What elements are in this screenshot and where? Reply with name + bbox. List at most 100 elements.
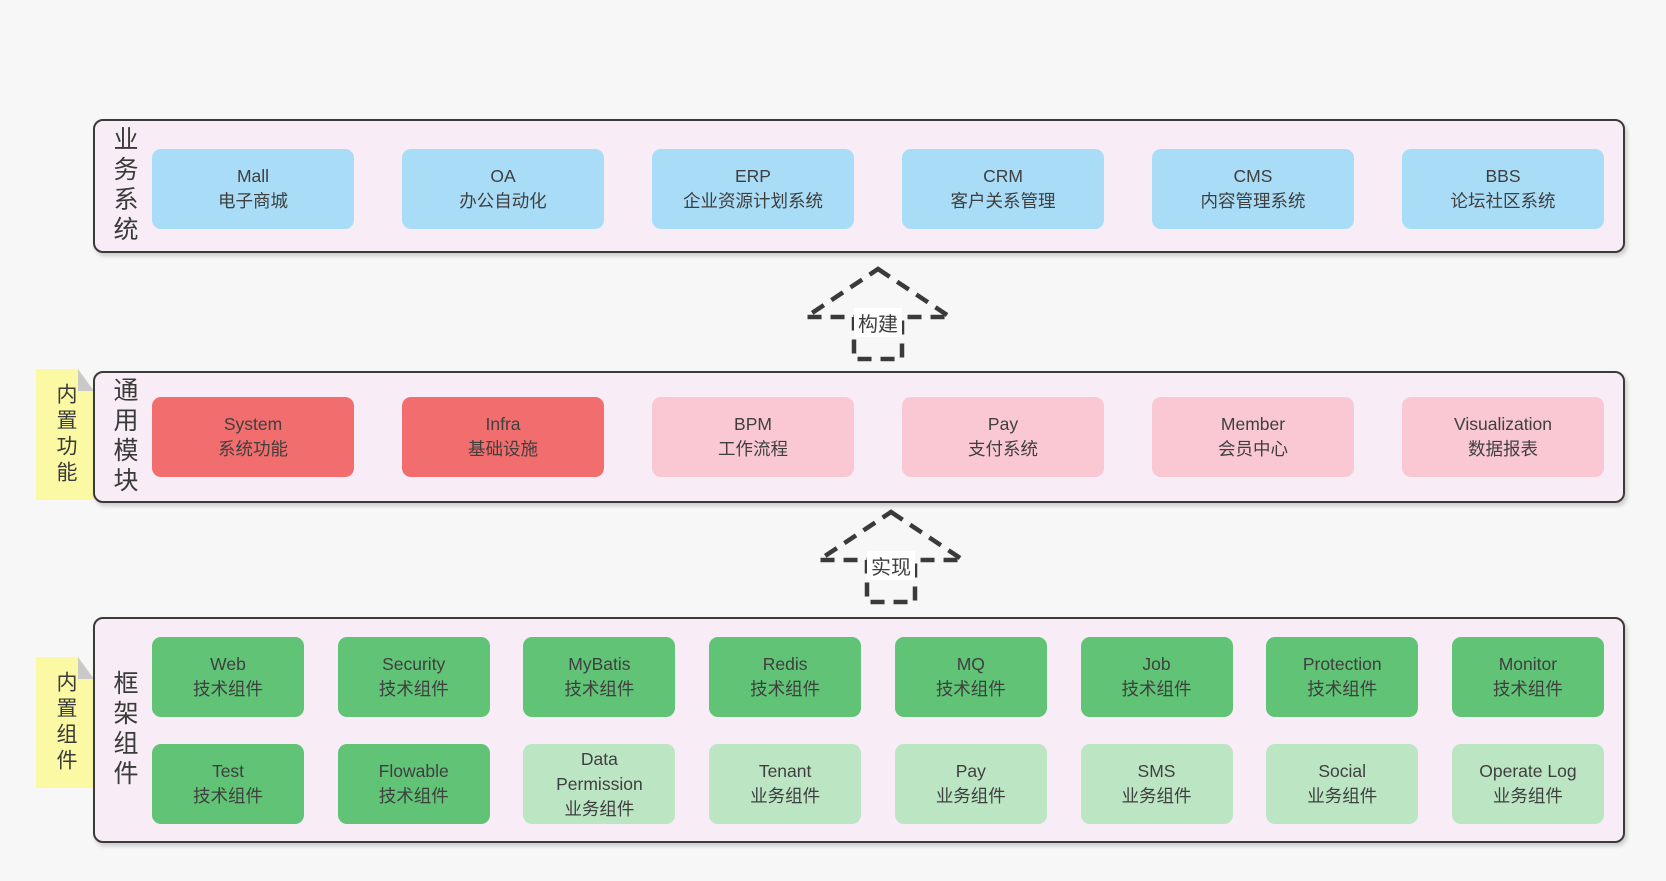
box-job: Job 技术组件 xyxy=(1080,637,1233,717)
common-modules-row: System 系统功能 Infra 基础设施 BPM 工作流程 Pay 支付系统… xyxy=(152,397,1604,477)
box-title: Member xyxy=(1220,414,1286,434)
box-operate-log: Operate Log 业务组件 xyxy=(1451,744,1604,824)
box-title: BPM xyxy=(734,414,772,434)
box-tenant: Tenant 业务组件 xyxy=(709,744,862,824)
box-subtitle: 技术组件 xyxy=(935,679,1006,699)
box-subtitle: 技术组件 xyxy=(193,679,263,699)
box-title: OA xyxy=(490,166,516,186)
layer-label-business-systems: 业务系统 xyxy=(110,126,138,246)
box-social: Social 业务组件 xyxy=(1266,744,1419,824)
box-subtitle: 技术组件 xyxy=(750,679,821,699)
arrow-implement: 实现 xyxy=(816,509,966,605)
framework-components-row-2: Test 技术组件 Flowable 技术组件 Data Permission … xyxy=(152,744,1604,824)
box-title: Flowable xyxy=(378,761,449,781)
box-subtitle: 技术组件 xyxy=(564,679,635,699)
layer-common-modules: 通用模块 System 系统功能 Infra 基础设施 BPM 工作流程 Pay… xyxy=(93,371,1625,503)
layer-framework-components: 框架组件 Web 技术组件 Security 技术组件 MyBatis 技术组件… xyxy=(93,617,1625,843)
box-subtitle: 系统功能 xyxy=(218,439,288,459)
box-mybatis: MyBatis 技术组件 xyxy=(523,637,676,717)
box-subtitle: 技术组件 xyxy=(1492,679,1563,699)
box-erp: ERP 企业资源计划系统 xyxy=(652,149,854,229)
tab-built-in-components: 内置组件 xyxy=(36,657,94,788)
box-flowable: Flowable 技术组件 xyxy=(337,744,490,824)
box-title: MyBatis xyxy=(568,654,631,674)
box-subtitle: 业务组件 xyxy=(1492,786,1563,806)
box-infra: Infra 基础设施 xyxy=(402,397,604,477)
box-cms: CMS 内容管理系统 xyxy=(1152,149,1354,229)
box-subtitle: 技术组件 xyxy=(378,786,449,806)
box-mall: Mall 电子商城 xyxy=(152,149,354,229)
box-subtitle: 业务组件 xyxy=(935,786,1006,806)
arrow-build: 构建 xyxy=(803,266,953,362)
arrow-implement-label: 实现 xyxy=(867,551,915,580)
box-subtitle: 业务组件 xyxy=(1307,786,1378,806)
box-subtitle: 业务组件 xyxy=(1121,786,1192,806)
box-title: CRM xyxy=(983,166,1023,186)
box-title: Redis xyxy=(762,654,808,674)
box-title: Security xyxy=(382,654,446,674)
box-subtitle: 技术组件 xyxy=(1307,679,1378,699)
layer-label-common-modules: 通用模块 xyxy=(110,377,138,497)
box-subtitle: 数据报表 xyxy=(1468,439,1538,459)
box-redis: Redis 技术组件 xyxy=(709,637,862,717)
dashed-up-arrow-icon xyxy=(803,266,953,362)
arrow-build-label: 构建 xyxy=(854,308,902,337)
box-title: Job xyxy=(1142,654,1171,674)
box-title: Pay xyxy=(987,414,1019,434)
box-sms: SMS 业务组件 xyxy=(1080,744,1233,824)
box-title: Infra xyxy=(485,414,521,434)
box-title: Mall xyxy=(236,166,270,186)
box-title: SMS xyxy=(1137,761,1176,781)
box-system: System 系统功能 xyxy=(152,397,354,477)
box-title: Tenant xyxy=(758,761,812,781)
box-subtitle: 会员中心 xyxy=(1218,439,1288,459)
box-title: Social xyxy=(1318,761,1367,781)
box-title: Monitor xyxy=(1498,654,1558,674)
box-pay: Pay 支付系统 xyxy=(902,397,1104,477)
box-subtitle: 基础设施 xyxy=(468,439,538,459)
box-title: Web xyxy=(210,654,246,674)
box-subtitle: 技术组件 xyxy=(1121,679,1192,699)
box-subtitle: 客户关系管理 xyxy=(950,191,1056,211)
box-title: BBS xyxy=(1485,166,1521,186)
box-subtitle: 支付系统 xyxy=(968,439,1038,459)
box-bpm: BPM 工作流程 xyxy=(652,397,854,477)
layer-business-systems: 业务系统 Mall 电子商城 OA 办公自动化 ERP 企业资源计划系统 CRM… xyxy=(93,119,1625,253)
box-mq: MQ 技术组件 xyxy=(894,637,1047,717)
dashed-up-arrow-icon xyxy=(816,509,966,605)
box-data-permission: Data Permission 业务组件 xyxy=(523,744,676,824)
box-title: Test xyxy=(211,761,245,781)
box-bbs: BBS 论坛社区系统 xyxy=(1402,149,1604,229)
box-subtitle: 内容管理系统 xyxy=(1200,191,1306,211)
box-subtitle: 企业资源计划系统 xyxy=(683,191,823,211)
box-protection: Protection 技术组件 xyxy=(1266,637,1419,717)
box-title: Pay xyxy=(955,761,986,781)
box-title: Data Permission xyxy=(556,748,643,794)
box-member: Member 会员中心 xyxy=(1152,397,1354,477)
box-oa: OA 办公自动化 xyxy=(402,149,604,229)
box-subtitle: 业务组件 xyxy=(750,786,821,806)
box-visualization: Visualization 数据报表 xyxy=(1402,397,1604,477)
folded-corner-icon xyxy=(78,657,94,679)
box-subtitle: 技术组件 xyxy=(193,786,263,806)
box-subtitle: 办公自动化 xyxy=(459,191,547,211)
box-subtitle: 技术组件 xyxy=(378,679,449,699)
box-title: MQ xyxy=(956,654,985,674)
box-title: System xyxy=(223,414,283,434)
box-monitor: Monitor 技术组件 xyxy=(1451,637,1604,717)
box-subtitle: 论坛社区系统 xyxy=(1450,191,1556,211)
box-web: Web 技术组件 xyxy=(152,637,304,717)
business-systems-row: Mall 电子商城 OA 办公自动化 ERP 企业资源计划系统 CRM 客户关系… xyxy=(152,149,1604,229)
folded-corner-icon xyxy=(78,369,94,391)
box-title: Visualization xyxy=(1454,414,1552,434)
box-crm: CRM 客户关系管理 xyxy=(902,149,1104,229)
box-test: Test 技术组件 xyxy=(152,744,304,824)
tab-built-in-features: 内置功能 xyxy=(36,369,94,500)
box-subtitle: 业务组件 xyxy=(564,798,635,819)
box-subtitle: 电子商城 xyxy=(218,191,288,211)
box-title: Protection xyxy=(1302,654,1382,674)
box-pay-component: Pay 业务组件 xyxy=(894,744,1047,824)
framework-components-row-1: Web 技术组件 Security 技术组件 MyBatis 技术组件 Redi… xyxy=(152,637,1604,717)
box-title: Operate Log xyxy=(1479,761,1577,781)
